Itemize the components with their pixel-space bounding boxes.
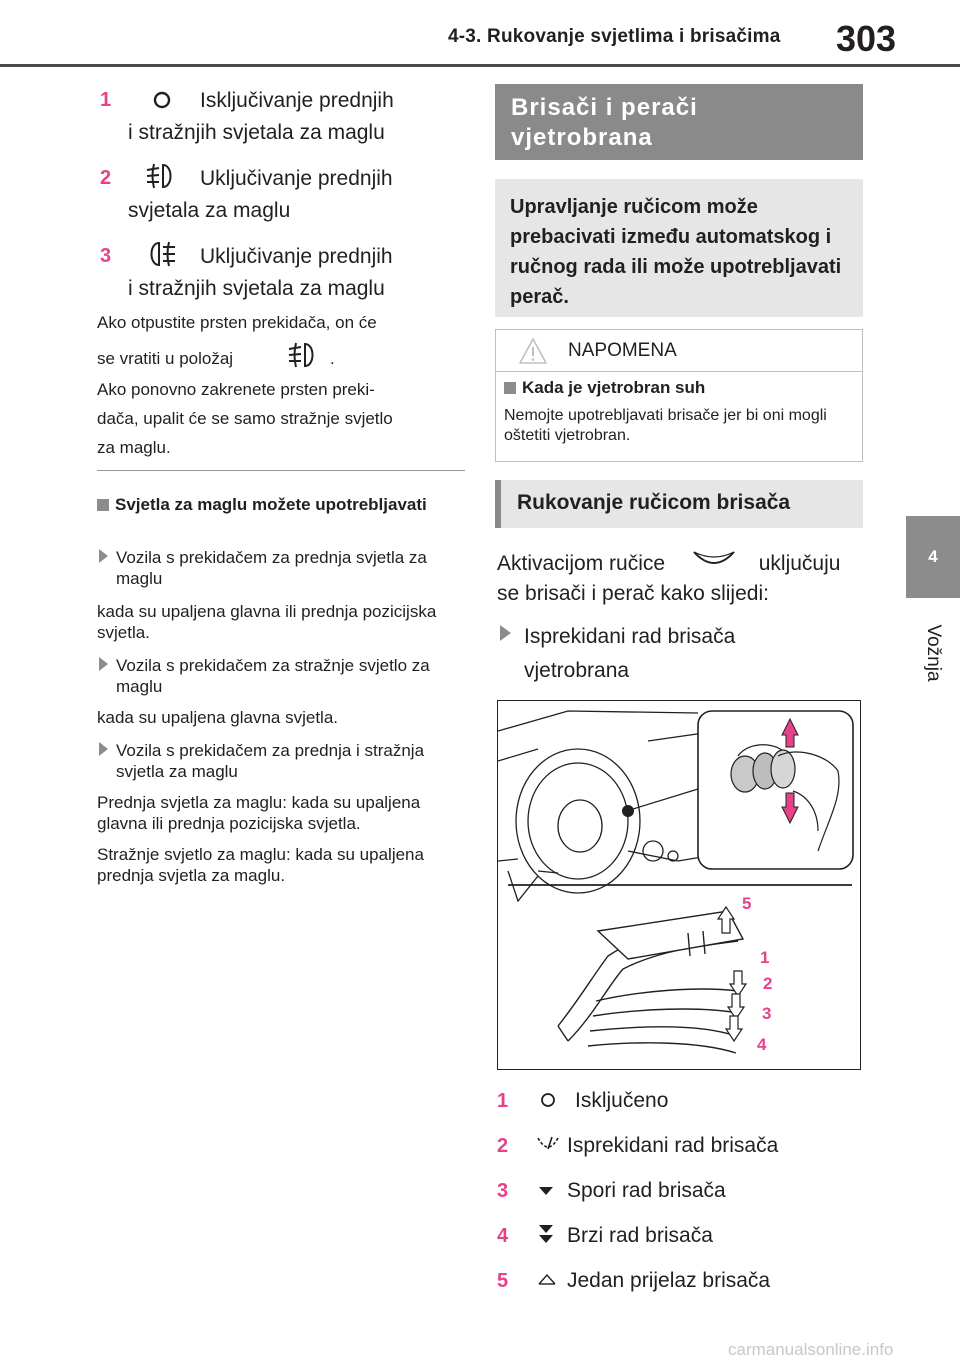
triangle-bullet-icon bbox=[99, 742, 108, 756]
again-text-line1: Ako ponovno zakrenete prsten preki- bbox=[97, 380, 375, 399]
fog-item-1-number: 1 bbox=[100, 89, 112, 111]
note-header: NAPOMENA bbox=[496, 330, 862, 372]
lever-drawing: 5 1 2 3 4 bbox=[498, 710, 854, 1054]
chapter-tab-text: Vožnja bbox=[923, 624, 944, 682]
triangle-bullet-icon bbox=[99, 549, 108, 563]
usage-heading: Svjetla za maglu možete upotrebljavati bbox=[97, 494, 467, 515]
again-text-line2: dača, upalit će se samo stražnje svjetlo bbox=[97, 409, 393, 428]
watermark: carmanualsonline.info bbox=[728, 1340, 894, 1359]
chapter-tab-label: Vožnja bbox=[909, 608, 957, 698]
wiper-item-1-number: 1 bbox=[497, 1090, 509, 1112]
usage-1-condition: kada su upaljena glavna ili prednja pozi… bbox=[97, 602, 437, 642]
figure-label-1: 1 bbox=[760, 948, 769, 967]
fog-item-3-number: 3 bbox=[100, 245, 112, 267]
fog-item-2-number: 2 bbox=[100, 167, 112, 189]
wiper-item-2-label: Isprekidani rad brisača bbox=[567, 1134, 779, 1157]
chapter-tab-number: 4 bbox=[906, 516, 960, 598]
usage-2-vehicle: Vozila s prekidačem za stražnje svjetlo … bbox=[116, 656, 430, 696]
square-bullet-icon bbox=[504, 382, 516, 394]
off-circle-icon bbox=[541, 1093, 555, 1107]
wiper-item-4-number: 4 bbox=[497, 1225, 509, 1247]
page-number: 303 bbox=[836, 18, 897, 59]
wiper-lever-icon bbox=[693, 551, 735, 564]
note-text: Nemojte upotrebljavati brisače jer bi on… bbox=[504, 407, 827, 444]
usage-3-condition2: Stražnje svjetlo za maglu: kada su upalj… bbox=[97, 845, 424, 885]
header-rule bbox=[0, 64, 960, 67]
intermittent-wiper-icon bbox=[537, 1136, 559, 1150]
activation-text-b: uključuju bbox=[758, 552, 841, 575]
wiper-lever-illustration: 5 1 2 3 4 bbox=[497, 700, 861, 1070]
activation-text-a: Aktivacijom ručice bbox=[497, 552, 666, 575]
intro-box: Upravljanje ručicom može prebacivati izm… bbox=[495, 179, 863, 317]
front-fog-light-icon bbox=[288, 342, 314, 368]
wiper-item-5-label: Jedan prijelaz brisača bbox=[567, 1269, 771, 1292]
section-title: 4-3. Rukovanje svjetlima i brisačima bbox=[448, 26, 781, 47]
page-header: 4-3. Rukovanje svjetlima i brisačima 303 bbox=[0, 0, 960, 68]
fog-item-2-line1: Uključivanje prednjih bbox=[200, 167, 393, 190]
usage-heading-text: Svjetla za maglu možete upotrebljavati bbox=[115, 495, 427, 514]
triangle-bullet-icon bbox=[500, 625, 511, 641]
wiper-item-5-number: 5 bbox=[497, 1270, 509, 1292]
front-fog-light-icon bbox=[146, 163, 172, 189]
off-circle-icon bbox=[153, 91, 171, 109]
fog-item-1-line2: i stražnjih svjetala za maglu bbox=[128, 121, 385, 144]
activation-line1: Aktivacijom ručice uključuju bbox=[497, 548, 840, 576]
fog-item-2-line2: svjetala za maglu bbox=[128, 199, 291, 222]
activation-line2: se brisači i perač kako slijedi: bbox=[497, 582, 769, 605]
figure-label-3: 3 bbox=[762, 1004, 771, 1023]
divider bbox=[97, 470, 465, 471]
rear-fog-light-icon bbox=[150, 241, 175, 267]
single-wipe-icon bbox=[538, 1273, 556, 1285]
low-speed-arrow-icon bbox=[539, 1187, 553, 1195]
wiper-item-1-label: Isključeno bbox=[575, 1089, 669, 1112]
note-title: NAPOMENA bbox=[568, 340, 677, 361]
usage-3-vehicle: Vozila s prekidačem za prednja i stražnj… bbox=[116, 741, 425, 781]
usage-3-condition: Prednja svjetla za maglu: kada su upalje… bbox=[97, 793, 421, 833]
note-subheading-text: Kada je vjetrobran suh bbox=[522, 378, 706, 397]
again-text-line3: za maglu. bbox=[97, 438, 171, 457]
high-speed-arrow-icon bbox=[539, 1225, 553, 1243]
warning-icon bbox=[519, 338, 547, 364]
note-box: NAPOMENA Kada je vjetrobran suh Nemojte … bbox=[495, 329, 863, 462]
return-text-line2: se vratiti u položaj bbox=[97, 349, 234, 368]
figure-label-5: 5 bbox=[742, 894, 751, 913]
note-subheading: Kada je vjetrobran suh bbox=[504, 378, 705, 398]
wiper-item-2-number: 2 bbox=[497, 1135, 509, 1157]
section-heading-lever: Rukovanje ručicom brisača bbox=[495, 480, 863, 528]
figure-label-4: 4 bbox=[757, 1035, 767, 1054]
return-text-end: . bbox=[330, 349, 335, 368]
wiper-item-4-label: Brzi rad brisača bbox=[567, 1224, 713, 1247]
triangle-bullet-icon bbox=[99, 657, 108, 671]
fog-item-3-line1: Uključivanje prednjih bbox=[200, 245, 393, 268]
wiper-item-3-number: 3 bbox=[497, 1180, 509, 1202]
figure-label-2: 2 bbox=[763, 974, 772, 993]
return-text-line1: Ako otpustite prsten prekidača, on će bbox=[97, 313, 377, 332]
usage-1-vehicle: Vozila s prekidačem za prednja svjetla z… bbox=[116, 548, 427, 588]
usage-2-condition: kada su upaljena glavna svjetla. bbox=[97, 708, 338, 727]
fog-item-3-line2: i stražnjih svjetala za maglu bbox=[128, 277, 385, 300]
wiper-item-3-label: Spori rad brisača bbox=[567, 1179, 726, 1202]
fog-item-1-line1: Isključivanje prednjih bbox=[200, 89, 394, 112]
intermittent-heading: Isprekidani rad brisača vjetrobrana bbox=[524, 625, 736, 682]
square-bullet-icon bbox=[97, 499, 109, 511]
section-heading-wipers: Brisači i perači vjetrobrana bbox=[495, 84, 863, 160]
